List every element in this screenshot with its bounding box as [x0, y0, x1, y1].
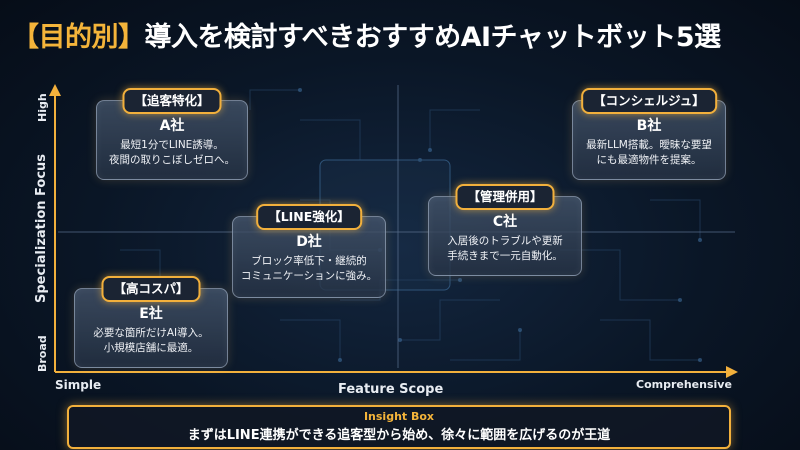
card-e: 【高コスパ】 E社 必要な箇所だけAI導入。 小規模店舗に最適。 — [74, 276, 228, 368]
title-main: 導入を検討すべきおすすめAIチャットボット5選 — [144, 22, 722, 53]
x-axis-max-label: Comprehensive — [636, 378, 732, 391]
y-axis-min-label: Broad — [36, 335, 49, 372]
card-company-name: E社 — [139, 306, 163, 322]
insight-text: まずはLINE連携ができる追客型から始め、徐々に範囲を広げるのが王道 — [187, 428, 611, 443]
card-company-name: D社 — [296, 234, 322, 250]
card-badge: 【管理併用】 — [455, 184, 555, 210]
card-description: 最短1分でLINE誘導。 夜間の取りこぼしゼロへ。 — [109, 139, 235, 166]
card-c: 【管理併用】 C社 入居後のトラブルや更新 手続きまで一元自動化。 — [428, 184, 582, 276]
x-axis-label: Feature Scope — [338, 382, 444, 397]
card-description: ブロック率低下・継続的 コミュニケーションに強み。 — [240, 255, 378, 282]
card-badge: 【LINE強化】 — [256, 204, 362, 230]
card-description: 入居後のトラブルや更新 手続きまで一元自動化。 — [447, 235, 563, 262]
card-company-name: A社 — [159, 118, 185, 134]
insight-title: Insight Box — [363, 410, 435, 423]
card-badge: 【追客特化】 — [122, 88, 222, 114]
title-highlight: 【目的別】 — [12, 22, 145, 53]
x-axis-min-label: Simple — [55, 378, 102, 392]
insight-box: Insight Box まずはLINE連携ができる追客型から始め、徐々に範囲を広… — [67, 405, 731, 449]
card-d: 【LINE強化】 D社 ブロック率低下・継続的 コミュニケーションに強み。 — [232, 204, 386, 298]
card-description: 最新LLM搭載。曖昧な要望 にも最適物件を提案。 — [586, 139, 712, 166]
card-description: 必要な箇所だけAI導入。 小規模店舗に最適。 — [93, 327, 209, 354]
card-a: 【追客特化】 A社 最短1分でLINE誘導。 夜間の取りこぼしゼロへ。 — [96, 88, 248, 180]
card-b: 【コンシェルジュ】 B社 最新LLM搭載。曖昧な要望 にも最適物件を提案。 — [572, 88, 726, 180]
card-company-name: C社 — [492, 214, 518, 230]
card-company-name: B社 — [636, 118, 662, 134]
y-axis-label: Specialization Focus — [34, 153, 49, 303]
y-axis-max-label: High — [36, 93, 49, 122]
card-badge: 【コンシェルジュ】 — [581, 88, 717, 114]
card-badge: 【高コスパ】 — [101, 276, 201, 302]
page-title: 【目的別】導入を検討すべきおすすめAIチャットボット5選 — [12, 14, 792, 62]
axis-lines — [49, 84, 738, 378]
